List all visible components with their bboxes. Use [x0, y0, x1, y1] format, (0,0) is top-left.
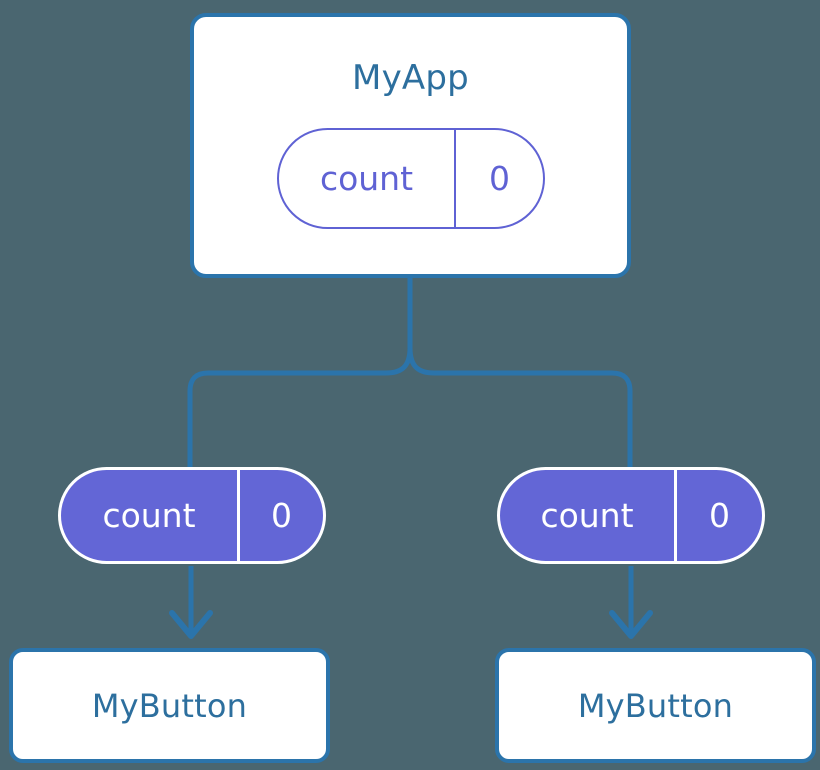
state-pill-child-left-count[interactable]: count 0 [58, 467, 326, 564]
component-label-mybutton: MyButton [91, 686, 248, 725]
arrow-left-head [169, 610, 213, 639]
arrow-right-head [609, 610, 653, 639]
state-pill-value: 0 [237, 470, 323, 561]
component-card-mybutton-right[interactable]: MyButton [495, 648, 816, 763]
state-pill-child-right-count[interactable]: count 0 [497, 467, 765, 564]
state-pill-value: 0 [674, 470, 762, 561]
arrow-left-pill-to-button [169, 566, 213, 639]
state-pill-value: 0 [454, 130, 543, 227]
component-label-mybutton: MyButton [577, 686, 734, 725]
arrow-right-pill-to-button [609, 566, 653, 639]
wire-branch-left [187, 347, 413, 467]
state-pill-name: count [540, 496, 634, 535]
wire-branch-right [407, 347, 633, 467]
component-card-mybutton-left[interactable]: MyButton [9, 648, 330, 763]
state-pill-name: count [319, 159, 414, 198]
component-label-myapp: MyApp [352, 58, 469, 98]
state-pill-myapp-count[interactable]: count 0 [277, 128, 545, 229]
state-pill-name: count [102, 496, 196, 535]
